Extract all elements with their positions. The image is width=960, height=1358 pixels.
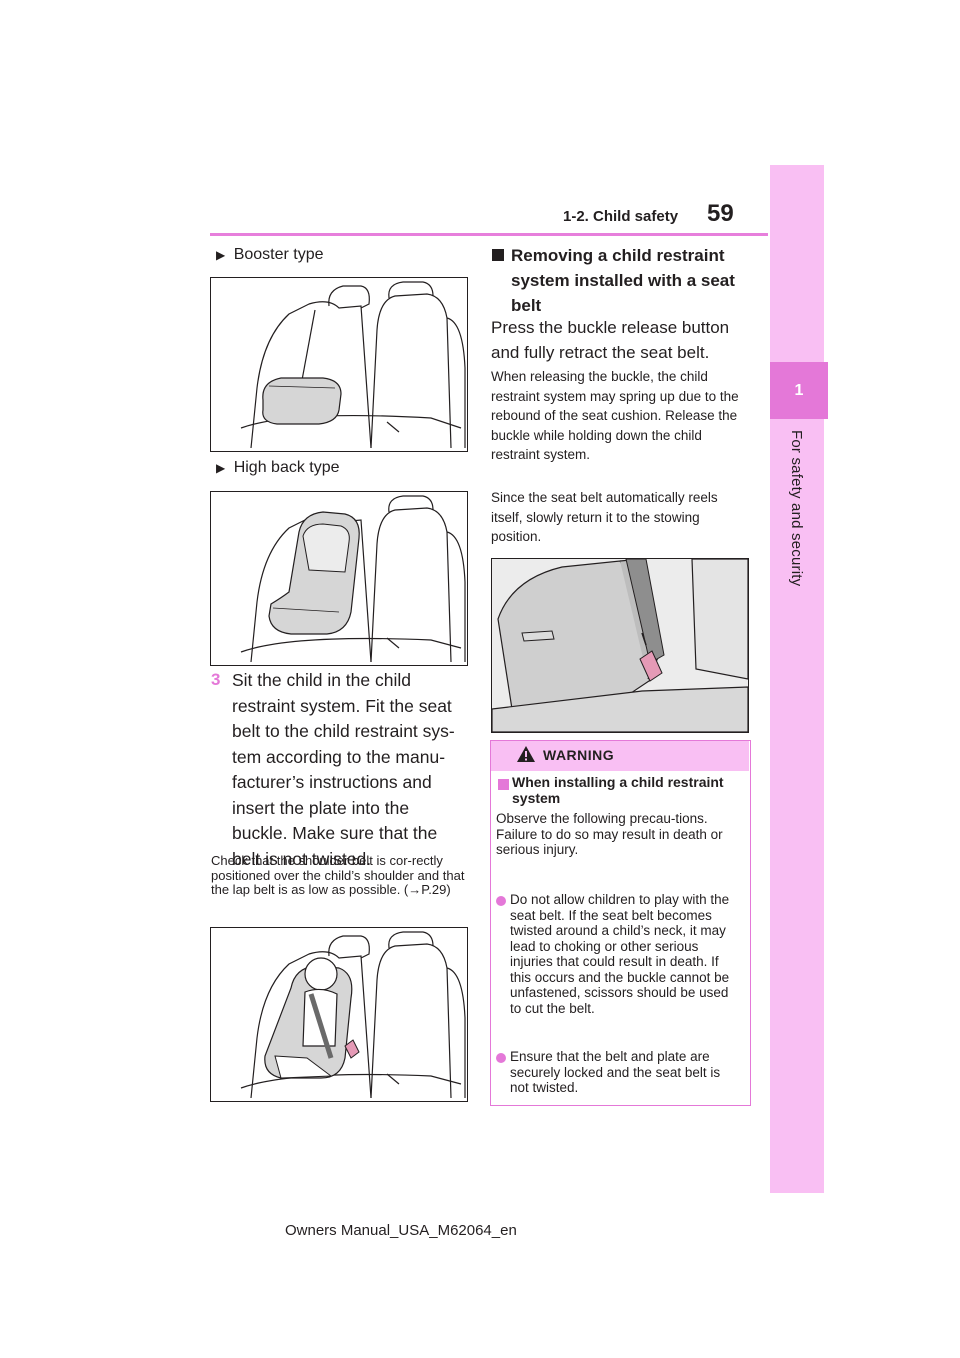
- triangle-bullet-icon: ▶: [216, 248, 226, 262]
- booster-type-item: ▶ Booster type: [216, 246, 324, 264]
- high-back-seat-illustration: [210, 491, 468, 666]
- bullet-dot-icon: [496, 896, 506, 906]
- step-number: 3: [211, 670, 221, 689]
- releasing-buckle-note: When releasing the buckle, the child res…: [491, 369, 739, 463]
- warning-bullet-1: Do not allow children to play with the s…: [510, 892, 730, 1016]
- side-tab-band: [770, 165, 824, 1193]
- high-back-type-label: High back type: [233, 459, 340, 476]
- booster-seat-drawing: [240, 281, 466, 449]
- chapter-number: 1: [794, 382, 804, 399]
- warning-subheading: When installing a child restraint system: [512, 774, 724, 806]
- retract-belt-note: Since the seat belt automatically reels …: [491, 490, 718, 545]
- buckle-release-drawing: [491, 558, 749, 733]
- booster-seat-illustration: [210, 277, 468, 452]
- buckle-release-illustration: [491, 558, 749, 733]
- heading-square-icon: [492, 249, 504, 261]
- warning-header: [491, 741, 749, 771]
- chapter-title: For safety and security: [788, 430, 805, 587]
- bullet-dot-icon: [496, 1053, 506, 1063]
- shoulder-belt-note: Check that the shoulder belt is cor-rect…: [211, 853, 473, 898]
- triangle-bullet-icon: ▶: [216, 461, 226, 475]
- child-seated-drawing: [240, 931, 466, 1099]
- warning-triangle-icon: [517, 746, 535, 762]
- warning-box: [490, 740, 751, 1106]
- booster-type-label: Booster type: [233, 246, 324, 263]
- note-text: Check that the shoulder belt is cor-rect…: [211, 853, 465, 897]
- warning-intro: Observe the following precau-tions. Fail…: [496, 811, 723, 857]
- chapter-tab[interactable]: [770, 362, 828, 419]
- removing-instruction: Press the buckle release button and full…: [491, 318, 730, 362]
- header-rule: [210, 233, 768, 236]
- warning-bullet-2: Ensure that the belt and plate are secur…: [510, 1049, 721, 1095]
- child-seated-illustration: [210, 927, 468, 1102]
- high-back-seat-drawing: [240, 495, 466, 663]
- step-text: Sit the child in the child restraint sys…: [232, 670, 455, 869]
- warning-subheading-square-icon: [498, 779, 509, 790]
- reference-arrow-icon: →: [408, 882, 422, 897]
- warning-label: WARNING: [543, 747, 615, 763]
- removing-section-heading: Removing a child restraint system instal…: [511, 246, 735, 315]
- page-number: 59: [707, 200, 734, 227]
- high-back-type-item: ▶ High back type: [216, 459, 340, 477]
- section-title: 1-2. Child safety: [563, 208, 679, 225]
- page-reference-link[interactable]: P.29): [421, 882, 451, 897]
- footer-manual-id: Owners Manual_USA_M62064_en: [285, 1222, 517, 1239]
